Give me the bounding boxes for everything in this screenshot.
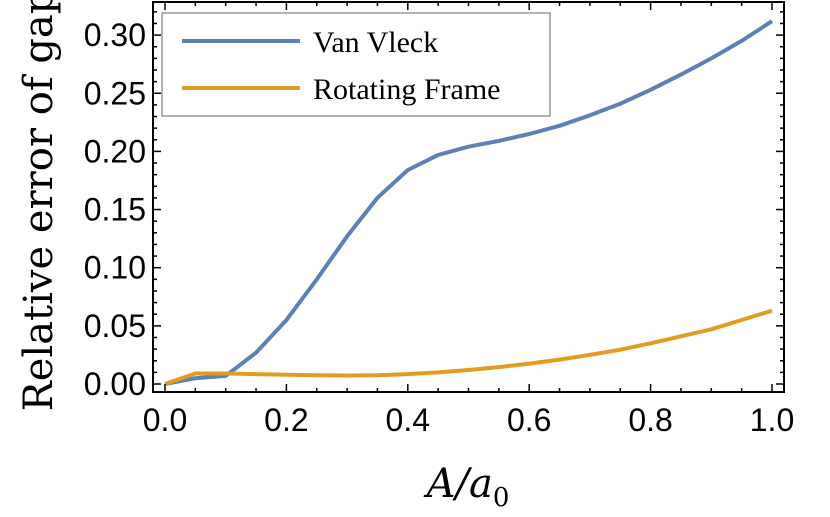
y-tick-label: 0.25 [84,75,146,111]
x-tick-label: 0.4 [386,402,430,438]
x-tick-labels: 0.0 0.2 0.4 0.6 0.8 1.0 [143,402,794,438]
series-line-van-vleck [164,19,774,386]
series-line-rotating-frame [164,308,773,386]
y-tick-label: 0.10 [84,250,146,286]
y-tick-label: 0.20 [84,133,146,169]
y-tick-labels: 0.00 0.05 0.10 0.15 0.20 0.25 0.30 [84,17,146,402]
x-tick-label: 1.0 [750,402,794,438]
x-axis-title-subscript: 0 [493,483,510,513]
legend-box [161,12,551,117]
legend-label-rotating-frame: Rotating Frame [313,73,500,106]
axis-ticks [153,2,784,392]
x-axis-title: A/a0 [423,461,510,513]
legend: Van Vleck Rotating Frame [161,12,551,117]
y-tick-label: 0.00 [84,366,146,402]
y-axis-title: Relative error of gap [16,0,62,411]
x-axis-title-main: A/a [423,461,493,507]
y-tick-label: 0.05 [84,308,146,344]
legend-label-van-vleck: Van Vleck [313,26,438,59]
x-tick-label: 0.2 [264,402,308,438]
plot-lines [164,19,774,386]
y-tick-label: 0.30 [84,17,146,53]
x-tick-label: 0.0 [143,402,187,438]
x-tick-label: 0.8 [628,402,672,438]
y-tick-label: 0.15 [84,192,146,228]
x-tick-label: 0.6 [507,402,551,438]
